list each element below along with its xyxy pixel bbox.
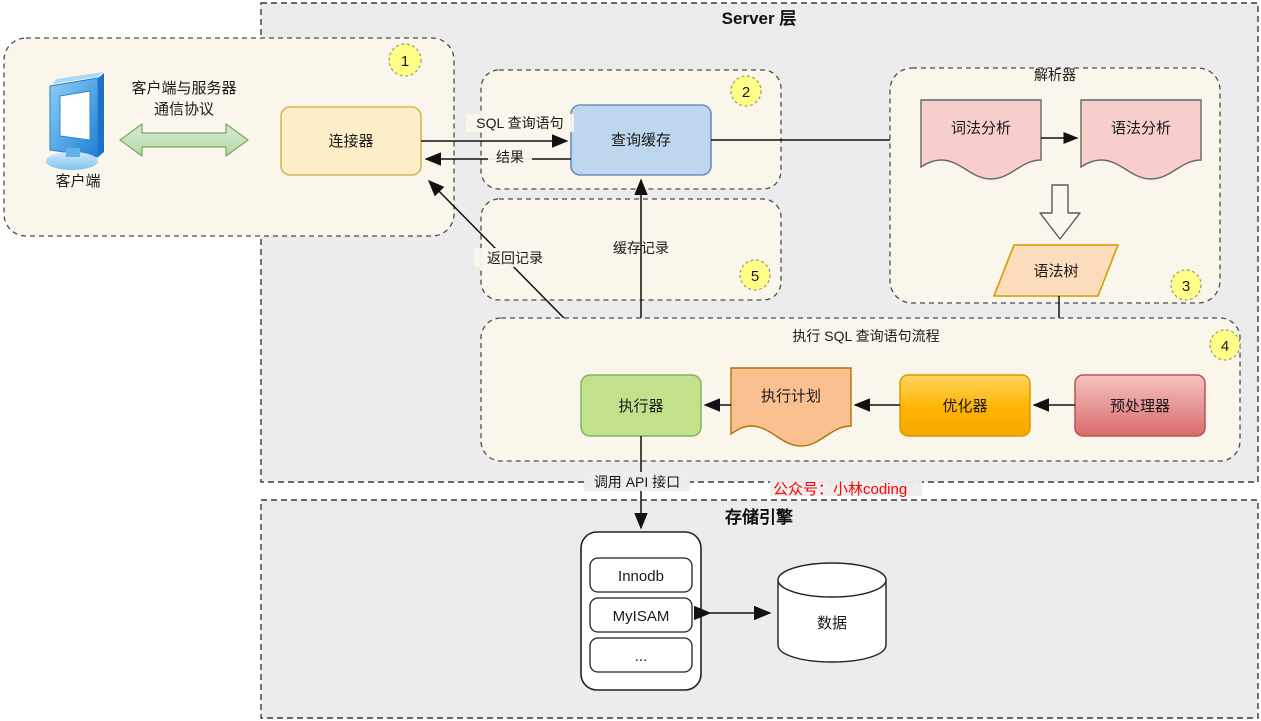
preprocessor-label: 预处理器 [1110, 398, 1170, 415]
optimizer-label: 优化器 [942, 398, 987, 415]
storage-layer-container [260, 499, 1259, 719]
engine-item-more-label: ... [635, 648, 648, 665]
edge-call-api-label: 调用 API 接口 [594, 474, 680, 490]
svg-text:4: 4 [1221, 338, 1229, 355]
edge-return-record-label: 返回记录 [487, 250, 543, 266]
edge-result-label: 结果 [496, 149, 524, 165]
badge-5: 5 [739, 259, 771, 291]
engine-item-more[interactable] [589, 637, 693, 673]
badge-4: 4 [1209, 329, 1241, 361]
parser-group-title: 解析器 [1034, 67, 1076, 83]
watermark-label: 公众号：小林coding [773, 481, 907, 498]
client-protocol-label-line1: 客户端与服务器 [131, 80, 236, 97]
svg-text:5: 5 [751, 268, 759, 285]
query-cache-label: 查询缓存 [611, 132, 671, 149]
svg-text:3: 3 [1182, 278, 1190, 295]
syntax-tree-node[interactable] [992, 244, 1120, 297]
exec-plan-node[interactable] [730, 367, 852, 447]
executor-label: 执行器 [618, 398, 663, 415]
badge-2: 2 [730, 75, 762, 107]
exec-plan-label: 执行计划 [761, 388, 821, 405]
server-layer-title: Server 层 [722, 9, 797, 28]
parser-down-arrow-icon [1039, 184, 1081, 240]
data-cylinder-node[interactable] [777, 562, 887, 663]
svg-text:1: 1 [401, 53, 409, 70]
lexical-analysis-label: 词法分析 [951, 120, 1011, 137]
client-protocol-label-line2: 通信协议 [154, 101, 214, 118]
client-label: 客户端 [55, 173, 100, 190]
engine-item-myisam[interactable] [589, 597, 693, 633]
svg-text:2: 2 [742, 84, 750, 101]
engine-item-myisam-label: MyISAM [613, 608, 670, 625]
connector-label: 连接器 [328, 133, 373, 150]
storage-layer-title: 存储引擎 [725, 507, 794, 527]
badge-3: 3 [1170, 269, 1202, 301]
syntax-analysis-label: 语法分析 [1111, 120, 1171, 137]
exec-group-title: 执行 SQL 查询语句流程 [792, 328, 939, 344]
engine-item-innodb[interactable] [589, 557, 693, 593]
badge-1: 1 [388, 43, 422, 77]
syntax-analysis-node[interactable] [1080, 99, 1202, 180]
syntax-tree-label: 语法树 [1033, 263, 1078, 280]
monitor-icon [46, 72, 104, 170]
client-protocol-arrow [119, 123, 249, 157]
data-cylinder-label: 数据 [817, 615, 847, 632]
edge-sql-query-label: SQL 查询语句 [476, 115, 563, 131]
engine-item-innodb-label: Innodb [618, 568, 664, 585]
lexical-analysis-node[interactable] [920, 99, 1042, 180]
